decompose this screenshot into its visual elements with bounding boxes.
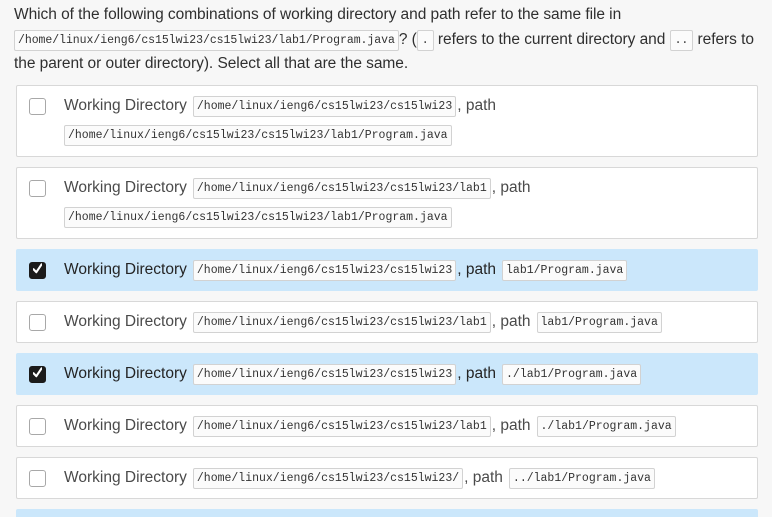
option-checkbox-1[interactable] bbox=[29, 97, 46, 115]
option-checkbox-3[interactable] bbox=[29, 261, 46, 279]
option-line-primary: Working Directory /home/linux/ieng6/cs15… bbox=[29, 95, 747, 117]
path-value: lab1/Program.java bbox=[502, 259, 628, 281]
working-directory-label: Working Directory bbox=[64, 313, 187, 330]
path-value: ./lab1/Program.java bbox=[502, 363, 642, 385]
option-row-2[interactable]: Working Directory /home/linux/ieng6/cs15… bbox=[16, 167, 758, 239]
question-prompt: Which of the following combinations of w… bbox=[14, 3, 766, 77]
options-list: Working Directory /home/linux/ieng6/cs15… bbox=[16, 85, 758, 517]
option-row-3[interactable]: Working Directory /home/linux/ieng6/cs15… bbox=[16, 249, 758, 291]
option-checkbox-7[interactable] bbox=[29, 469, 46, 487]
working-directory-label: Working Directory bbox=[64, 417, 187, 434]
working-directory-value: /home/linux/ieng6/cs15lwi23/cs15lwi23/la… bbox=[192, 177, 491, 199]
option-row-4[interactable]: Working Directory /home/linux/ieng6/cs15… bbox=[16, 301, 758, 343]
option-checkbox-4[interactable] bbox=[29, 313, 46, 331]
path-label: , path bbox=[491, 179, 531, 196]
working-directory-label: Working Directory bbox=[64, 179, 187, 196]
working-directory-label: Working Directory bbox=[64, 97, 187, 114]
working-directory-value: /home/linux/ieng6/cs15lwi23/cs15lwi23 bbox=[192, 259, 457, 281]
path-value: ./lab1/Program.java bbox=[536, 415, 676, 437]
working-directory-value: /home/linux/ieng6/cs15lwi23/cs15lwi23/la… bbox=[192, 311, 491, 333]
working-directory-value: /home/linux/ieng6/cs15lwi23/cs15lwi23 bbox=[192, 363, 457, 385]
working-directory-value: /home/linux/ieng6/cs15lwi23/cs15lwi23 bbox=[192, 95, 457, 117]
question-text-part2: ? ( bbox=[398, 30, 417, 48]
path-label: , path bbox=[491, 417, 531, 434]
path-label: , path bbox=[491, 313, 531, 330]
option-checkbox-6[interactable] bbox=[29, 417, 46, 435]
path-value-wrapped: /home/linux/ieng6/cs15lwi23/cs15lwi23/la… bbox=[64, 124, 452, 146]
question-target-path-chip: /home/linux/ieng6/cs15lwi23/cs15lwi23/la… bbox=[14, 29, 399, 51]
option-checkbox-5[interactable] bbox=[29, 365, 46, 383]
path-label: , path bbox=[464, 469, 503, 486]
option-line-primary: Working Directory /home/linux/ieng6/cs15… bbox=[29, 177, 747, 199]
option-row-1[interactable]: Working Directory /home/linux/ieng6/cs15… bbox=[16, 85, 758, 157]
option-line-primary: Working Directory /home/linux/ieng6/cs15… bbox=[29, 467, 747, 489]
path-value-wrapped: /home/linux/ieng6/cs15lwi23/cs15lwi23/la… bbox=[64, 206, 452, 228]
path-label: , path bbox=[457, 365, 497, 382]
option-row-5[interactable]: Working Directory /home/linux/ieng6/cs15… bbox=[16, 353, 758, 395]
working-directory-label: Working Directory bbox=[64, 261, 187, 278]
option-line-secondary: /home/linux/ieng6/cs15lwi23/cs15lwi23/la… bbox=[29, 206, 747, 228]
path-value: ../lab1/Program.java bbox=[508, 467, 655, 489]
option-checkbox-2[interactable] bbox=[29, 179, 46, 197]
checkmark-icon bbox=[33, 262, 42, 273]
option-row-6[interactable]: Working Directory /home/linux/ieng6/cs15… bbox=[16, 405, 758, 447]
option-line-primary: Working Directory /home/linux/ieng6/cs15… bbox=[29, 415, 747, 437]
question-text-part1: Which of the following combinations of w… bbox=[14, 6, 622, 23]
working-directory-label: Working Directory bbox=[64, 469, 187, 486]
option-line-primary: Working Directory /home/linux/ieng6/cs15… bbox=[29, 259, 747, 281]
question-text-part3: refers to the current directory and bbox=[437, 30, 666, 48]
current-directory-chip: . bbox=[416, 29, 434, 51]
question-text-part4: refers to the parent or outer directory)… bbox=[14, 30, 754, 73]
option-line-secondary: /home/linux/ieng6/cs15lwi23/cs15lwi23/la… bbox=[29, 124, 747, 146]
working-directory-label: Working Directory bbox=[64, 365, 187, 382]
option-row-8[interactable]: Working Directory /home/linux/ieng6/cs15… bbox=[16, 509, 758, 517]
path-value: lab1/Program.java bbox=[536, 311, 662, 333]
working-directory-value: /home/linux/ieng6/cs15lwi23/cs15lwi23/la… bbox=[192, 415, 491, 437]
path-label: , path bbox=[457, 261, 497, 278]
option-row-7[interactable]: Working Directory /home/linux/ieng6/cs15… bbox=[16, 457, 758, 499]
checkmark-icon bbox=[33, 366, 42, 377]
option-line-primary: Working Directory /home/linux/ieng6/cs15… bbox=[29, 311, 747, 333]
working-directory-value: /home/linux/ieng6/cs15lwi23/cs15lwi23/ bbox=[192, 467, 464, 489]
option-line-primary: Working Directory /home/linux/ieng6/cs15… bbox=[29, 363, 747, 385]
parent-directory-chip: .. bbox=[669, 29, 694, 51]
path-label: , path bbox=[457, 97, 497, 114]
